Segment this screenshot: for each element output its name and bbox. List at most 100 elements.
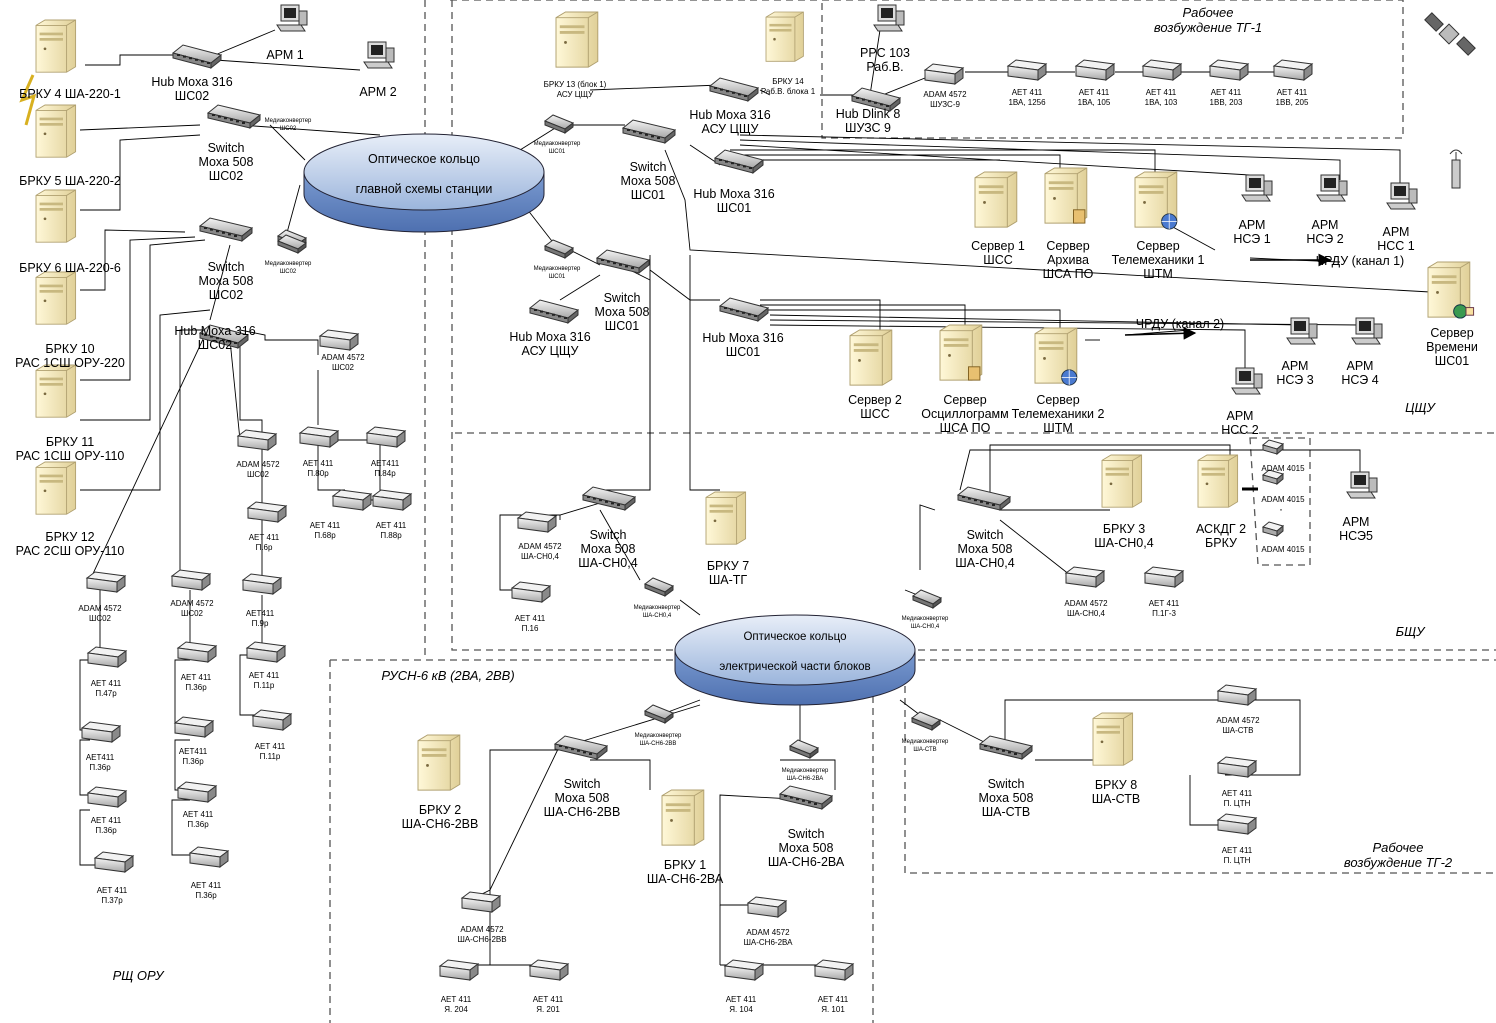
module-aet411-ya104[interactable] [723,959,765,981]
media-converter-cn04-a[interactable] [643,577,675,597]
media-converter-sch01-a[interactable] [543,114,575,134]
module-aet411-p80[interactable] [298,426,340,448]
pc-arm-nss2[interactable] [1231,367,1263,395]
module-aet411-p36c[interactable] [176,641,218,663]
pc-arm-nse4[interactable] [1351,317,1383,345]
module-aet411-p36b[interactable] [86,786,128,808]
media-converter-cn04-b[interactable] [911,589,943,609]
pc-arm-nse1[interactable] [1241,174,1273,202]
server-brku14[interactable] [765,11,804,62]
module-adam4572-sch02-r[interactable] [318,329,360,351]
server-brku11[interactable] [35,364,77,418]
hub-moxa316-sch02-b[interactable] [198,324,250,350]
module-aet411-ctn1[interactable] [1216,756,1258,778]
module-aet411-p36e[interactable] [176,781,218,803]
module-aet411-p88[interactable] [371,489,413,511]
switch-moxa508-cn6-2vv[interactable] [553,735,609,761]
module-aet411-p9[interactable] [241,573,283,595]
module-aet411-p68[interactable] [331,489,373,511]
switch-moxa508-cn6-2va[interactable] [778,785,834,811]
module-adam4572-cn6-2vv[interactable] [460,891,502,913]
hub-dlink8-shuzs9[interactable] [850,87,902,113]
module-adam4572-sch02-l1[interactable] [85,571,127,593]
server-brku7[interactable] [705,491,747,545]
server-brku10[interactable] [35,271,77,325]
server-brku4[interactable] [35,19,77,73]
hub-moxa316-sch02[interactable] [171,44,223,70]
module-adam4015-a[interactable] [1261,439,1285,456]
pc-arm-nse5[interactable] [1346,471,1378,499]
pc-arm-nss1[interactable] [1386,182,1418,210]
module-adam4572-ctb[interactable] [1216,684,1258,706]
server-brku3[interactable] [1101,454,1143,508]
server-telemech1[interactable] [1134,171,1178,230]
switch-moxa508-sch01-b[interactable] [595,249,651,275]
module-adam4015-b[interactable] [1261,469,1285,486]
module-adam4572-shuzs9[interactable] [923,63,965,85]
server-time[interactable] [1427,261,1475,319]
module-aet411-p47[interactable] [86,646,128,668]
server-srv2[interactable] [849,329,893,386]
server-brku2[interactable] [417,734,461,791]
module-adam4572-sch02-c[interactable] [236,429,278,451]
server-telemech2[interactable] [1034,327,1078,386]
media-converter-cn6-2vv[interactable] [643,704,675,724]
module-aet411-105[interactable] [1074,59,1116,81]
module-aet411-p37[interactable] [93,851,135,873]
module-aet411-203[interactable] [1208,59,1250,81]
pc-arm-nse2[interactable] [1316,174,1348,202]
module-aet411-p84[interactable] [365,426,407,448]
server-archive[interactable] [1044,167,1088,224]
switch-moxa508-sch01-a[interactable] [621,119,677,145]
module-aet411-p11a[interactable] [245,641,287,663]
switch-moxa508-ctb[interactable] [978,735,1034,761]
server-brku13[interactable] [555,11,599,68]
module-adam4572-cn04-b[interactable] [1064,566,1106,588]
server-srv1[interactable] [974,171,1018,228]
hub-moxa316-sch01-a[interactable] [713,149,765,175]
label-line: АЕТ 411 [376,521,407,530]
module-aet411-ctn2[interactable] [1216,813,1258,835]
module-aet411-p1g3[interactable] [1143,566,1185,588]
module-adam4572-cn04[interactable] [516,511,558,533]
switch-moxa508-cn04-b[interactable] [956,486,1012,512]
module-aet411-103[interactable] [1141,59,1183,81]
module-aet411-p6[interactable] [246,501,288,523]
hub-moxa316-asu-1[interactable] [708,77,760,103]
module-adam4572-sch02-l2[interactable] [170,569,212,591]
module-aet411-p16[interactable] [510,581,552,603]
pc-prs103[interactable] [873,4,905,32]
media-converter-sch01-b[interactable] [543,239,575,259]
media-converter-sch02-b[interactable] [276,234,308,254]
module-aet411-ya201[interactable] [528,959,570,981]
pc-arm2[interactable] [363,41,395,69]
module-adam4572-cn6-2va[interactable] [746,896,788,918]
server-askdg2[interactable] [1197,454,1239,508]
module-aet411-p36d[interactable] [173,716,215,738]
pc-arm1[interactable] [276,4,308,32]
module-aet411-ya101[interactable] [813,959,855,981]
server-brku1[interactable] [661,789,705,846]
switch-moxa508-cn04-a[interactable] [581,486,637,512]
module-aet411-205[interactable] [1272,59,1314,81]
hub-moxa316-asu-2[interactable] [528,299,580,325]
server-oscillograms[interactable] [939,324,983,381]
server-brku5[interactable] [35,104,77,158]
label-line: П.36р [185,683,207,692]
media-converter-ctb[interactable] [910,711,942,731]
module-adam4015-c[interactable] [1261,521,1285,538]
module-aet411-1256[interactable] [1006,59,1048,81]
server-brku8[interactable] [1092,712,1134,766]
server-brku12[interactable] [35,461,77,515]
server-brku6[interactable] [35,189,77,243]
switch-moxa508-sch02-b[interactable] [198,217,254,243]
pc-arm-nse3[interactable] [1286,317,1318,345]
media-converter-cn6-2va[interactable] [788,739,820,759]
module-aet411-ya204[interactable] [438,959,480,981]
hub-moxa316-sch01-b[interactable] [718,297,770,323]
module-aet411-p36f[interactable] [188,846,230,868]
module-aet411-p11b[interactable] [251,709,293,731]
switch-moxa508-sch02-a[interactable] [206,104,262,130]
module-aet411-p36a[interactable] [80,721,122,743]
